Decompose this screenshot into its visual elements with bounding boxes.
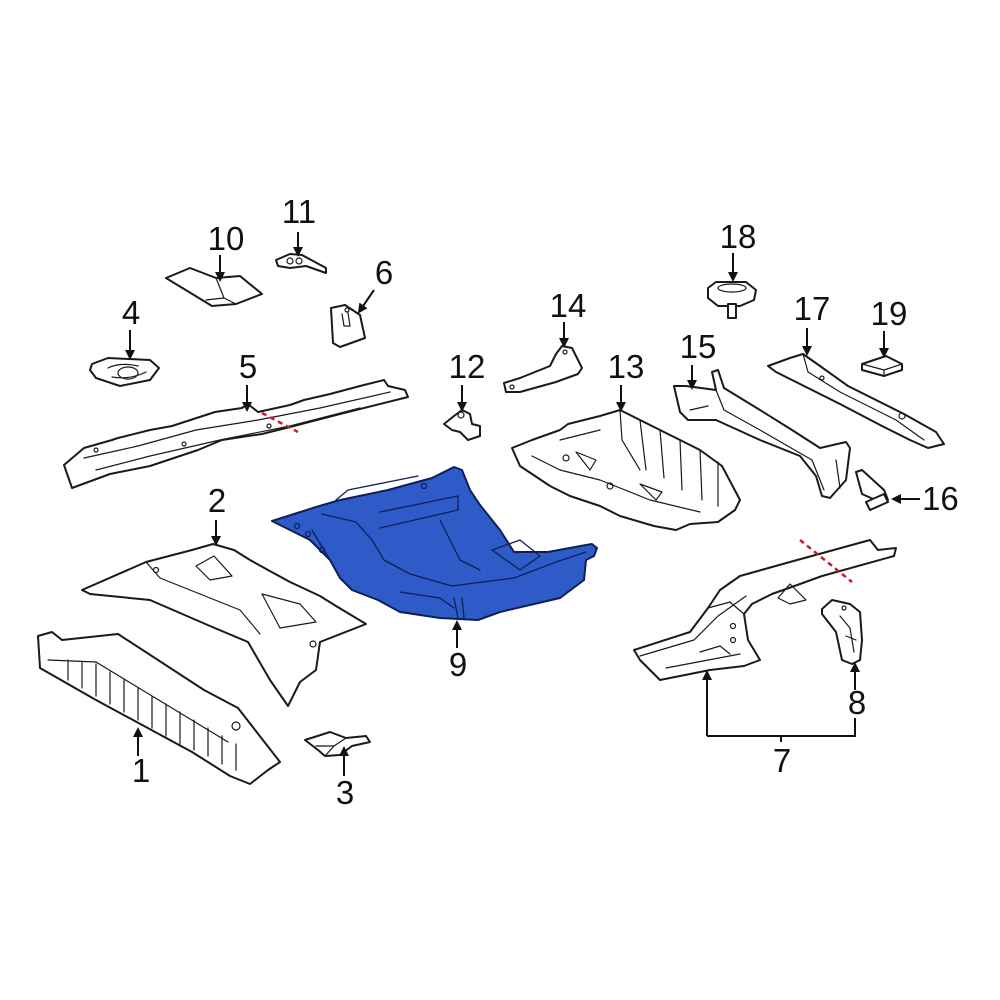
cut-line-part-7	[799, 539, 853, 583]
callout-10[interactable]: 10	[207, 220, 245, 257]
callout-18[interactable]: 18	[719, 218, 757, 255]
callout-14[interactable]: 14	[549, 287, 587, 324]
part-14-brace[interactable]	[503, 345, 583, 393]
part-13-floor-pan-rear[interactable]	[511, 409, 741, 531]
part-17-crossmember[interactable]	[767, 353, 945, 449]
part-3-bracket[interactable]	[304, 731, 371, 757]
part-18-spare-tire-hold-down[interactable]	[707, 281, 757, 319]
part-11-bracket[interactable]	[275, 253, 327, 274]
leader-lines	[125, 232, 920, 776]
part-4-reinforcement[interactable]	[89, 357, 160, 387]
callout-3[interactable]: 3	[335, 774, 355, 811]
callout-1[interactable]: 1	[131, 752, 151, 789]
part-10-bracket[interactable]	[165, 267, 263, 307]
part-15-crossmember[interactable]	[673, 369, 851, 499]
part-16-bracket-stud[interactable]	[855, 469, 889, 511]
callout-2[interactable]: 2	[207, 482, 227, 519]
part-9-rear-floor-pan[interactable]	[271, 466, 598, 621]
callout-6[interactable]: 6	[374, 254, 394, 291]
part-1-rear-panel[interactable]	[37, 631, 281, 785]
callout-17[interactable]: 17	[793, 290, 831, 327]
part-6-bracket[interactable]	[330, 304, 366, 348]
part-19-pad[interactable]	[861, 355, 903, 377]
callout-5[interactable]: 5	[238, 348, 258, 385]
callout-13[interactable]: 13	[607, 348, 645, 385]
part-8-bracket[interactable]	[821, 599, 863, 665]
cut-line-part-5	[261, 411, 299, 434]
callout-4[interactable]: 4	[121, 294, 141, 331]
callout-12[interactable]: 12	[448, 348, 486, 385]
callout-9[interactable]: 9	[448, 646, 468, 683]
part-12-bracket[interactable]	[443, 409, 481, 441]
part-7-rail-assembly[interactable]	[633, 539, 897, 681]
callout-15[interactable]: 15	[679, 328, 717, 365]
part-2-floor-pan-front[interactable]	[81, 543, 367, 707]
callout-16[interactable]: 16	[922, 480, 959, 517]
callout-8[interactable]: 8	[847, 684, 867, 721]
callout-19[interactable]: 19	[870, 295, 908, 332]
callout-11[interactable]: 11	[281, 193, 317, 230]
callout-7[interactable]: 7	[772, 742, 792, 779]
part-5-rail[interactable]	[63, 379, 409, 489]
